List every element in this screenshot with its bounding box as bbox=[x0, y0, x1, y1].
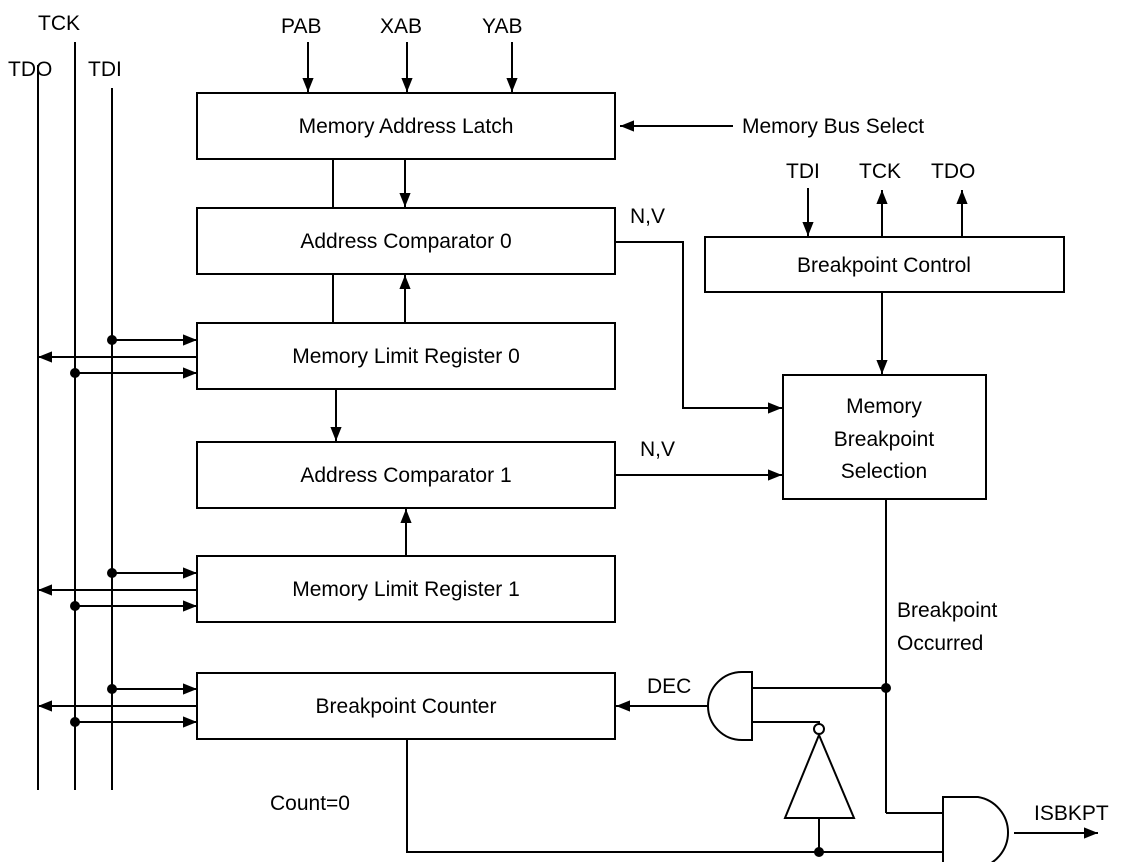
selection-label-line2: Breakpoint bbox=[834, 428, 935, 451]
nv0-label: N,V bbox=[630, 205, 665, 228]
mlr1-jtag-connections bbox=[38, 567, 197, 612]
breakpoint-control-label: Breakpoint Control bbox=[797, 254, 971, 277]
memory-limit-register-0-label: Memory Limit Register 0 bbox=[292, 345, 520, 368]
address-comparator-1-label: Address Comparator 1 bbox=[300, 464, 511, 487]
address-comparator-0-label: Address Comparator 0 bbox=[300, 230, 511, 253]
memory-breakpoint-selection-block bbox=[782, 374, 987, 500]
dec-and-gate bbox=[707, 671, 753, 741]
dec-and-input-bottom bbox=[752, 721, 820, 724]
breakpoint-occurred-label-2: Occurred bbox=[897, 632, 983, 655]
nv1-label: N,V bbox=[640, 438, 675, 461]
count-zero-wire bbox=[406, 739, 943, 853]
selection-label-line1: Memory bbox=[846, 395, 922, 418]
nv0-wire bbox=[615, 241, 782, 414]
memory-limit-register-1-block bbox=[196, 555, 616, 623]
address-comparator-0-block bbox=[196, 207, 616, 275]
tck-label: TCK bbox=[38, 12, 80, 35]
count-zero-junction-dot bbox=[814, 847, 824, 857]
counter-jtag-connections bbox=[38, 683, 197, 728]
tdo-label: TDO bbox=[8, 58, 52, 81]
occurred-junction-dot bbox=[881, 683, 891, 693]
breakpoint-control-block bbox=[704, 236, 1065, 293]
xab-label: XAB bbox=[380, 15, 422, 38]
mlr0-jtag-connections bbox=[38, 334, 197, 379]
yab-label: YAB bbox=[482, 15, 522, 38]
ctrl-tck-label: TCK bbox=[859, 160, 901, 183]
pab-label: PAB bbox=[281, 15, 321, 38]
count-zero-label: Count=0 bbox=[270, 792, 350, 815]
memory-limit-register-1-label: Memory Limit Register 1 bbox=[292, 578, 520, 601]
memory-bus-select-label: Memory Bus Select bbox=[742, 115, 924, 138]
breakpoint-counter-label: Breakpoint Counter bbox=[316, 695, 497, 718]
dec-label: DEC bbox=[647, 675, 691, 698]
ctrl-tdo-label: TDO bbox=[931, 160, 975, 183]
breakpoint-occurred-label-1: Breakpoint bbox=[897, 599, 998, 622]
isbkpt-label: ISBKPT bbox=[1034, 802, 1109, 825]
ctrl-tdi-label: TDI bbox=[786, 160, 820, 183]
selection-label-line3: Selection bbox=[841, 460, 927, 483]
tdi-label: TDI bbox=[88, 58, 122, 81]
inverter-triangle bbox=[783, 732, 856, 819]
memory-limit-register-0-block bbox=[196, 322, 616, 390]
memory-address-latch-label: Memory Address Latch bbox=[299, 115, 514, 138]
isbkpt-and-gate bbox=[942, 796, 1009, 862]
breakpoint-counter-block bbox=[196, 672, 616, 740]
